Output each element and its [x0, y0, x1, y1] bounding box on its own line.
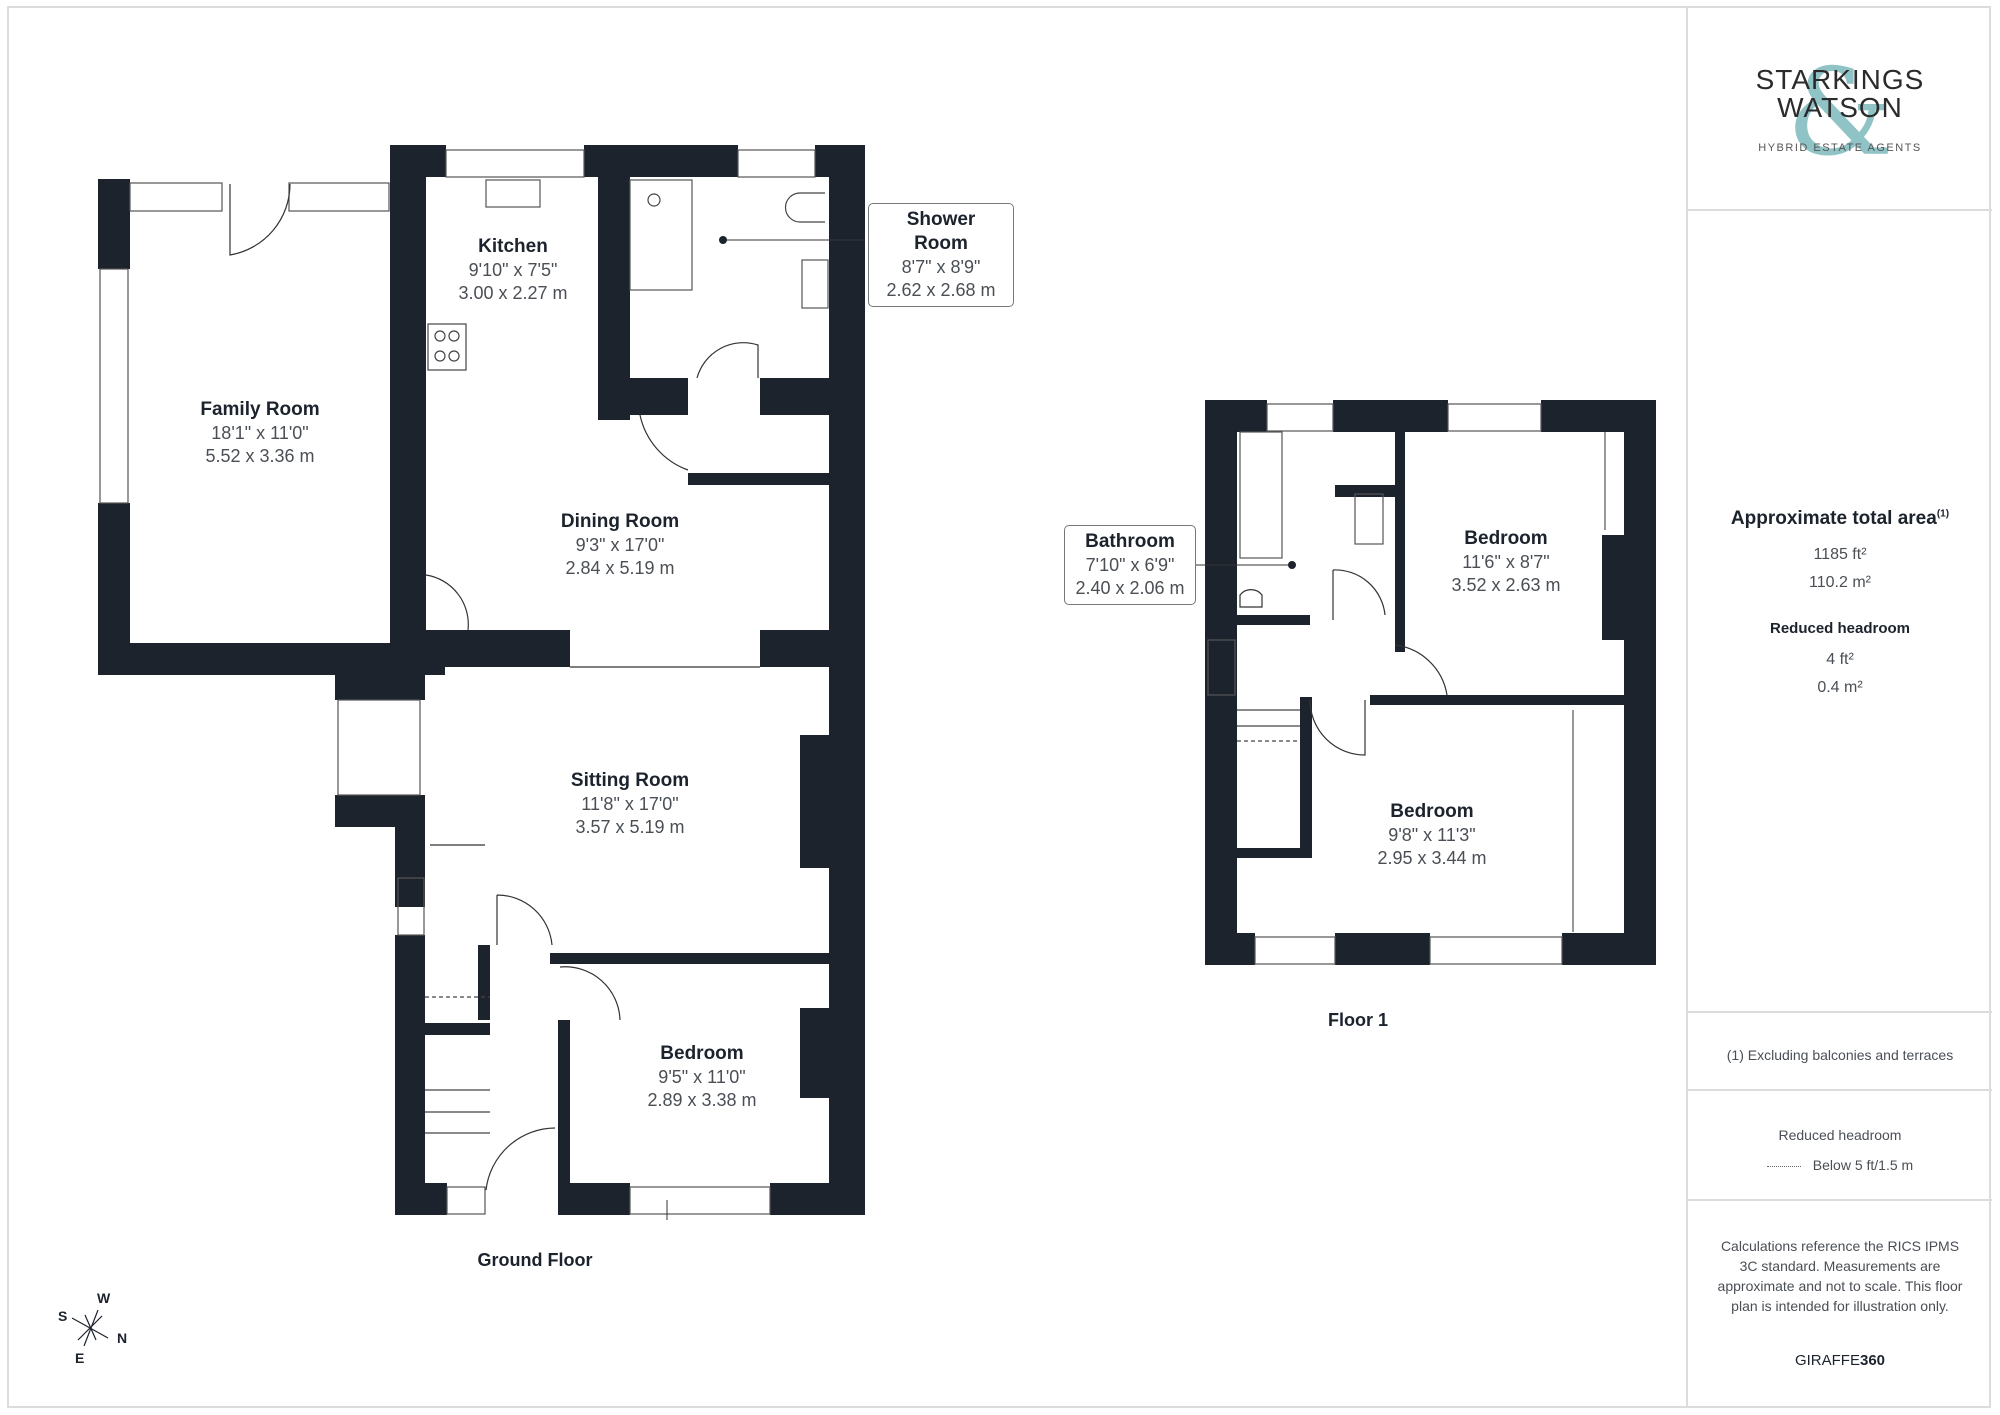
kitchen-fixtures	[427, 192, 825, 371]
ground-floor-doors	[229, 183, 760, 1191]
room-label-bedroom-rear: Bedroom 9'8" x 11'3" 2.95 x 3.44 m	[1377, 801, 1487, 868]
floor1-stairs	[1237, 709, 1300, 742]
floor1-walls	[1205, 400, 1656, 965]
reduced-headroom-m: 0.4 m²	[1817, 679, 1863, 696]
room-label-bedroom-ground: Bedroom 9'5" x 11'0" 2.89 x 3.38 m	[647, 1043, 757, 1110]
footnote: (1) Excluding balconies and terraces	[1726, 1047, 1954, 1063]
floor1-windows	[1207, 403, 1606, 965]
compass-n: N	[117, 1330, 128, 1346]
total-area-title: Approximate total area(1)	[1730, 508, 1950, 529]
room-label-sitting-room: Sitting Room 11'8" x 17'0" 3.57 x 5.19 m	[570, 770, 690, 837]
room-label-family-room: Family Room 18'1" x 11'0" 5.52 x 3.36 m	[200, 399, 320, 466]
panel-divider	[1688, 1199, 1992, 1201]
legend-row: Below 5 ft/1.5 m	[1688, 1157, 1992, 1173]
ground-floor-windows	[99, 149, 829, 1215]
info-panel: & STARKINGS WATSON HYBRID ESTATE AGENTS …	[1686, 6, 1992, 1408]
panel-divider	[1688, 1011, 1992, 1013]
dotted-line-icon	[1766, 1165, 1801, 1167]
compass-w: W	[97, 1290, 111, 1306]
floor1-doors	[1239, 569, 1448, 756]
room-label-dining-room: Dining Room 9'3" x 17'0" 2.84 x 5.19 m	[560, 511, 680, 578]
ground-floor-walls	[98, 145, 865, 1215]
panel-divider	[1688, 1089, 1992, 1091]
stairs	[425, 996, 490, 1134]
callout-pin-icon	[1288, 561, 1296, 569]
compass: W S N E	[55, 1290, 145, 1370]
giraffe360-credit: GIRAFFE360	[1794, 1352, 1886, 1369]
ground-floor-title: Ground Floor	[477, 1250, 593, 1270]
room-label-bedroom-front: Bedroom 11'6" x 8'7" 3.52 x 2.63 m	[1451, 528, 1561, 595]
room-label-kitchen: Kitchen 9'10" x 7'5" 3.00 x 2.27 m	[458, 236, 568, 303]
room-callout-bathroom: Bathroom 7'10" x 6'9" 2.40 x 2.06 m	[1064, 525, 1196, 605]
reduced-headroom-title: Reduced headroom	[1769, 620, 1911, 637]
total-area-m: 110.2 m²	[1809, 574, 1871, 591]
callout-pin-icon	[719, 236, 727, 244]
compass-s: S	[58, 1308, 68, 1324]
brand-logo: & STARKINGS WATSON HYBRID ESTATE AGENTS	[1755, 44, 1925, 183]
ampersand-logo-icon: &	[1786, 44, 1894, 183]
total-area-ft: 1185 ft²	[1813, 546, 1867, 563]
disclaimer: Calculations reference the RICS IPMS 3C …	[1717, 1238, 1963, 1314]
compass-e: E	[75, 1350, 85, 1366]
compass-rose-icon	[71, 1309, 109, 1347]
floor-1-title: Floor 1	[1327, 1010, 1389, 1030]
page-frame	[7, 6, 1991, 1408]
panel-divider	[1688, 209, 1992, 211]
legend-title: Reduced headroom	[1778, 1127, 1902, 1143]
room-callout-shower-room: Shower Room 8'7" x 8'9" 2.62 x 2.68 m	[868, 203, 1014, 307]
reduced-headroom-ft: 4 ft²	[1826, 651, 1854, 668]
